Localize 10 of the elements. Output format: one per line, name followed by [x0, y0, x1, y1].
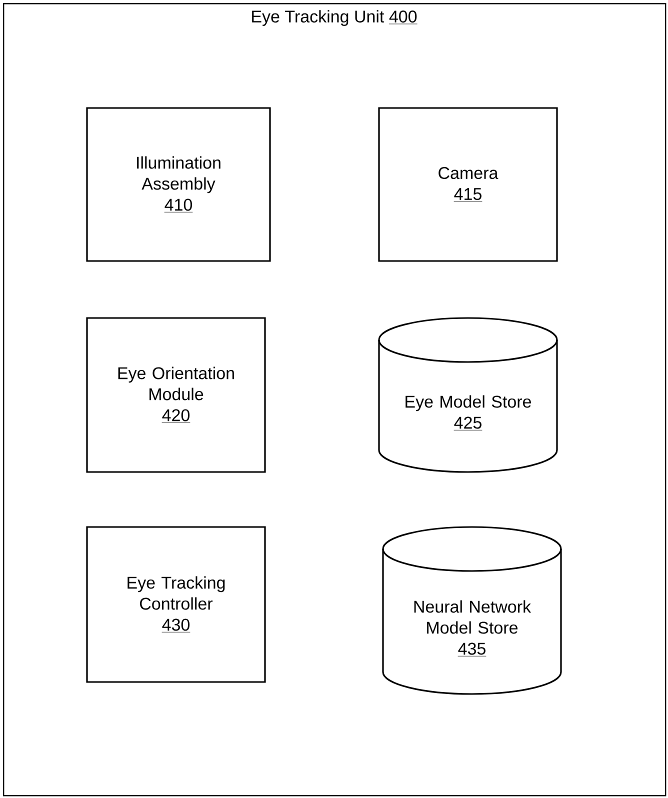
node-label: 435 [458, 642, 486, 655]
node-label: Eye Model Store [406, 395, 532, 412]
module-box: Eye Tracking Controller 430 [86, 526, 266, 683]
node-label: Neural Network Model Store [414, 600, 532, 634]
data-store-cylinder: Eye Model Store 425 [378, 317, 558, 473]
module-box: Illumination Assembly 410 [86, 107, 271, 262]
node-label: 425 [454, 416, 482, 429]
module-box: Camera 415 [378, 107, 558, 262]
data-store-cylinder: Neural Network Model Store 435 [382, 526, 562, 695]
module-box: Eye Orientation Module 420 [86, 317, 266, 473]
